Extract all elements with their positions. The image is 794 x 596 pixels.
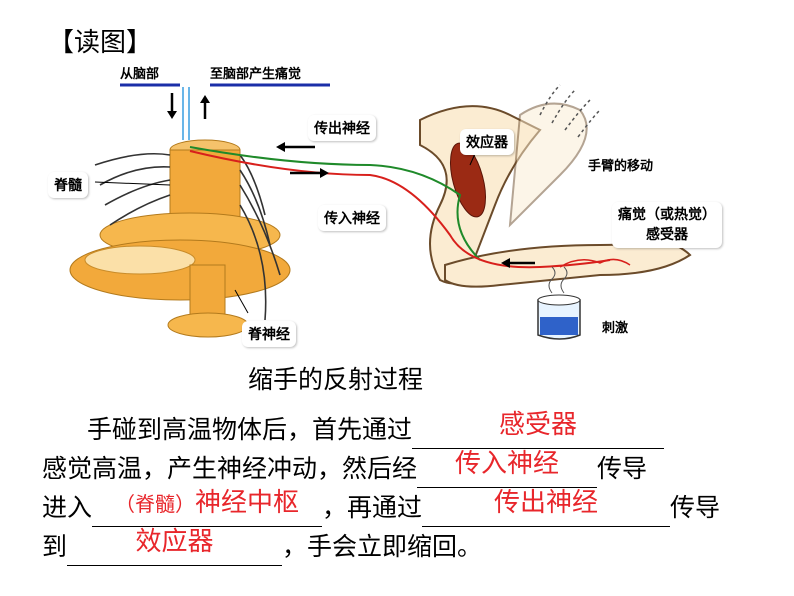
up-arrow-icon [200, 95, 210, 103]
label-effector: 效应器 [460, 129, 514, 155]
label-afferent-nerve: 传入神经 [318, 205, 386, 231]
paragraph-line-4: 到效应器，手会立即缩回。 [42, 527, 782, 566]
efferent-nerve [189, 146, 481, 261]
label-stimulus: 刺激 [602, 321, 629, 336]
label-spinal-nerve: 脊神经 [242, 321, 296, 347]
reflex-illustration [69, 83, 692, 340]
paragraph-line-3: 进入（脊髓）神经中枢，再通过传出神经传导 [42, 488, 782, 527]
answer-blank-3[interactable]: （脊髓）神经中枢 [92, 488, 323, 527]
answer-blank-4[interactable]: 传出神经 [422, 488, 671, 527]
label-spinal-cord: 脊髓 [48, 172, 88, 198]
down-arrow-icon [167, 111, 177, 119]
figure-caption: 缩手的反射过程 [248, 365, 424, 394]
label-receptor: 痛觉（或热觉） 感受器 [612, 202, 722, 248]
answer-blank-2[interactable]: 传入神经 [417, 449, 598, 488]
answer-blank-1[interactable]: 感受器 [412, 410, 665, 449]
paragraph-line-2: 感觉高温，产生神经冲动，然后经传入神经传导 [42, 449, 782, 488]
spinal-column [69, 139, 291, 338]
afferent-nerve [189, 150, 611, 269]
paragraph-line-1: 手碰到高温物体后，首先通过感受器 [42, 410, 782, 449]
nerve-roots [94, 152, 281, 321]
answer-blank-5[interactable]: 效应器 [67, 527, 283, 566]
label-efferent-nerve: 传出神经 [308, 115, 376, 141]
label-to-brain: 至脑部产生痛觉 [210, 67, 302, 82]
fill-in-paragraph: 手碰到高温物体后，首先通过感受器 感觉高温，产生神经冲动，然后经传入神经传导 进… [42, 410, 782, 566]
direction-arrows [276, 142, 535, 268]
reflex-figure: 从脑部 至脑部产生痛觉 传出神经 效应器 手臂的移动 脊髓 传入神经 痛觉（或热… [40, 55, 760, 355]
hot-cup-icon [537, 266, 581, 340]
label-arm-movement: 手臂的移动 [588, 159, 654, 174]
motion-lines [539, 84, 601, 138]
section-header: 【读图】 [48, 28, 153, 58]
label-from-brain: 从脑部 [120, 67, 160, 82]
